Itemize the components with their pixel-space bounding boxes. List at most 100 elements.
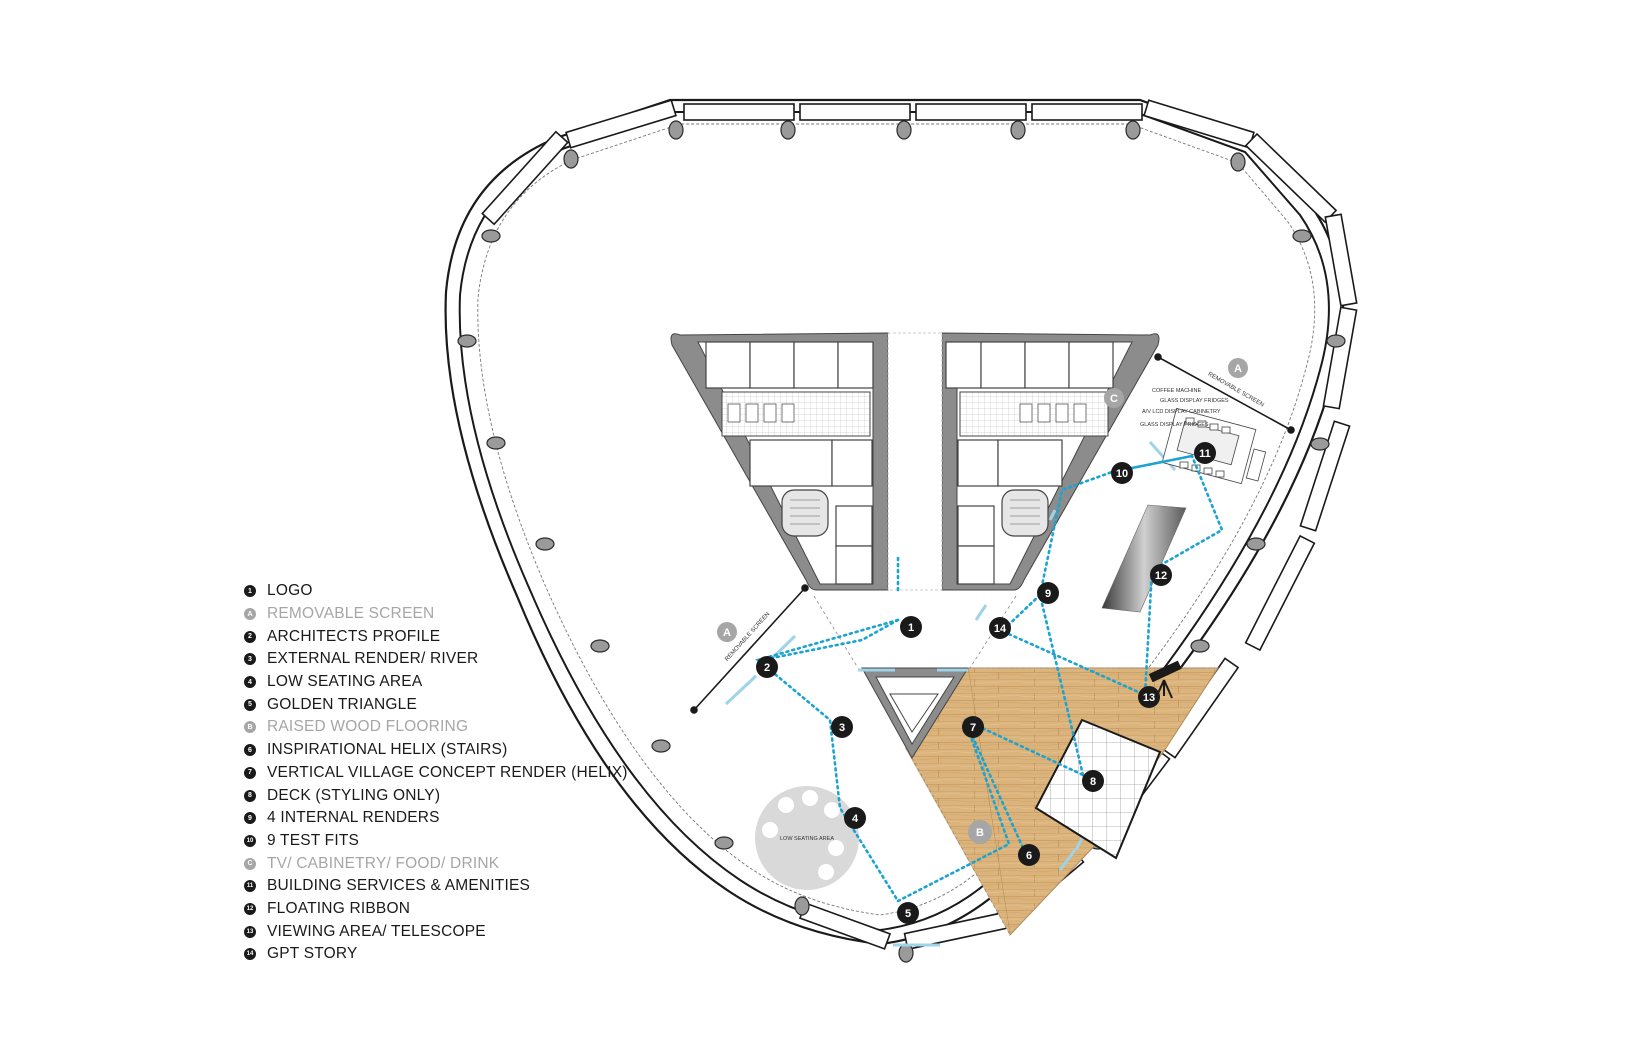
legend-item: 11 BUILDING SERVICES & AMENITIES xyxy=(244,875,628,898)
legend-item: 9 4 INTERNAL RENDERS xyxy=(244,807,628,830)
stop-4: 4 xyxy=(844,807,866,829)
legend-item: B RAISED WOOD FLOORING xyxy=(244,716,628,739)
legend-label: 4 INTERNAL RENDERS xyxy=(267,809,440,827)
legend-label: EXTERNAL RENDER/ RIVER xyxy=(267,650,479,668)
low-seating-label: LOW SEATING AREA xyxy=(780,836,834,842)
building-core xyxy=(670,332,1160,591)
stop-13: 13 xyxy=(1138,686,1160,708)
stop-3: 3 xyxy=(831,716,853,738)
legend-marker: 6 xyxy=(244,744,256,757)
stop-6: 6 xyxy=(1018,844,1040,866)
legend-label: FLOATING RIBBON xyxy=(267,899,411,917)
svg-text:C: C xyxy=(1110,393,1118,405)
stop-12: 12 xyxy=(1150,564,1172,586)
stop-11: 11 xyxy=(1194,442,1216,464)
svg-text:A: A xyxy=(1234,363,1242,375)
legend-item: 7 VERTICAL VILLAGE CONCEPT RENDER (HELIX) xyxy=(244,762,628,785)
legend-marker: 2 xyxy=(244,630,256,643)
zone-a-right: A xyxy=(1228,358,1248,378)
svg-text:4: 4 xyxy=(852,813,859,825)
legend-marker: 7 xyxy=(244,766,256,779)
svg-text:1: 1 xyxy=(908,622,914,634)
legend: 1 LOGO A REMOVABLE SCREEN 2 ARCHITECTS PROFIL… xyxy=(244,580,628,966)
zone-a-left: A xyxy=(717,622,737,642)
stop-9: 9 xyxy=(1037,582,1059,604)
legend-marker: A xyxy=(244,608,256,621)
legend-label: INSPIRATIONAL HELIX (STAIRS) xyxy=(267,741,508,759)
tour-route xyxy=(755,454,1224,903)
legend-marker: 8 xyxy=(244,789,256,802)
stop-2: 2 xyxy=(756,656,778,678)
legend-marker: C xyxy=(244,857,256,870)
legend-label: LOGO xyxy=(267,582,313,600)
glass-display-label-1: GLASS DISPLAY FRIDGES xyxy=(1160,398,1229,404)
svg-text:7: 7 xyxy=(970,722,976,734)
legend-item: 2 ARCHITECTS PROFILE xyxy=(244,625,628,648)
legend-marker: 1 xyxy=(244,585,256,598)
stop-1: 1 xyxy=(900,616,922,638)
legend-item: 4 LOW SEATING AREA xyxy=(244,671,628,694)
legend-label: RAISED WOOD FLOORING xyxy=(267,718,469,736)
zone-b: B xyxy=(968,820,992,844)
legend-item: 12 FLOATING RIBBON xyxy=(244,898,628,921)
golden-triangle-core xyxy=(861,667,969,759)
stop-10: 10 xyxy=(1111,462,1133,484)
glass-display-label-2: GLASS DISPLAY FRIDGES xyxy=(1140,422,1209,428)
svg-text:3: 3 xyxy=(839,722,845,734)
svg-text:B: B xyxy=(976,827,984,839)
stop-7: 7 xyxy=(962,716,984,738)
low-seating-area: LOW SEATING AREA xyxy=(755,786,859,890)
facade-mullions xyxy=(457,120,1346,963)
legend-marker: 13 xyxy=(244,925,256,938)
stop-8: 8 xyxy=(1082,770,1104,792)
stop-5: 5 xyxy=(897,902,919,924)
legend-item: C TV/ CABINETRY/ FOOD/ DRINK xyxy=(244,852,628,875)
legend-marker: B xyxy=(244,721,256,734)
legend-marker: 9 xyxy=(244,812,256,825)
removable-screens xyxy=(690,353,1295,714)
svg-text:5: 5 xyxy=(905,908,911,920)
legend-label: ARCHITECTS PROFILE xyxy=(267,627,441,645)
legend-marker: 5 xyxy=(244,698,256,711)
legend-label: 9 TEST FITS xyxy=(267,831,360,849)
svg-text:11: 11 xyxy=(1199,448,1211,460)
stop-14: 14 xyxy=(989,617,1011,639)
legend-marker: 12 xyxy=(244,902,256,915)
svg-text:6: 6 xyxy=(1026,850,1032,862)
svg-text:10: 10 xyxy=(1116,468,1128,480)
legend-item: 1 LOGO xyxy=(244,580,628,603)
svg-text:2: 2 xyxy=(764,662,770,674)
legend-item: 5 GOLDEN TRIANGLE xyxy=(244,693,628,716)
legend-label: GPT STORY xyxy=(267,945,358,963)
legend-item: A REMOVABLE SCREEN xyxy=(244,603,628,626)
svg-text:13: 13 xyxy=(1143,692,1155,704)
svg-text:A: A xyxy=(723,627,731,639)
legend-item: 13 VIEWING AREA/ TELESCOPE xyxy=(244,920,628,943)
legend-marker: 14 xyxy=(244,948,256,961)
legend-label: TV/ CABINETRY/ FOOD/ DRINK xyxy=(267,854,500,872)
zone-c: C xyxy=(1104,388,1124,408)
legend-marker: 11 xyxy=(244,880,256,893)
legend-label: DECK (STYLING ONLY) xyxy=(267,786,441,804)
legend-item: 6 INSPIRATIONAL HELIX (STAIRS) xyxy=(244,739,628,762)
legend-label: BUILDING SERVICES & AMENITIES xyxy=(267,877,531,895)
legend-marker: 4 xyxy=(244,676,256,689)
legend-item: 10 9 TEST FITS xyxy=(244,830,628,853)
av-display-label: A/V LCD DISPLAY CABINETRY xyxy=(1142,409,1221,415)
legend-item: 3 EXTERNAL RENDER/ RIVER xyxy=(244,648,628,671)
coffee-machine-label: COFFEE MACHINE xyxy=(1152,388,1202,394)
legend-label: LOW SEATING AREA xyxy=(267,673,423,691)
legend-item: 14 GPT STORY xyxy=(244,943,628,966)
amenity-fittings xyxy=(1161,407,1267,485)
svg-text:9: 9 xyxy=(1045,588,1051,600)
zone-markers: A A B C xyxy=(717,358,1248,844)
legend-label: VIEWING AREA/ TELESCOPE xyxy=(267,922,486,940)
legend-label: REMOVABLE SCREEN xyxy=(267,605,435,623)
legend-label: VERTICAL VILLAGE CONCEPT RENDER (HELIX) xyxy=(267,763,628,781)
legend-label: GOLDEN TRIANGLE xyxy=(267,695,418,713)
raised-wood-floor-left xyxy=(905,668,1010,935)
legend-item: 8 DECK (STYLING ONLY) xyxy=(244,784,628,807)
legend-marker: 10 xyxy=(244,834,256,847)
legend-marker: 3 xyxy=(244,653,256,666)
